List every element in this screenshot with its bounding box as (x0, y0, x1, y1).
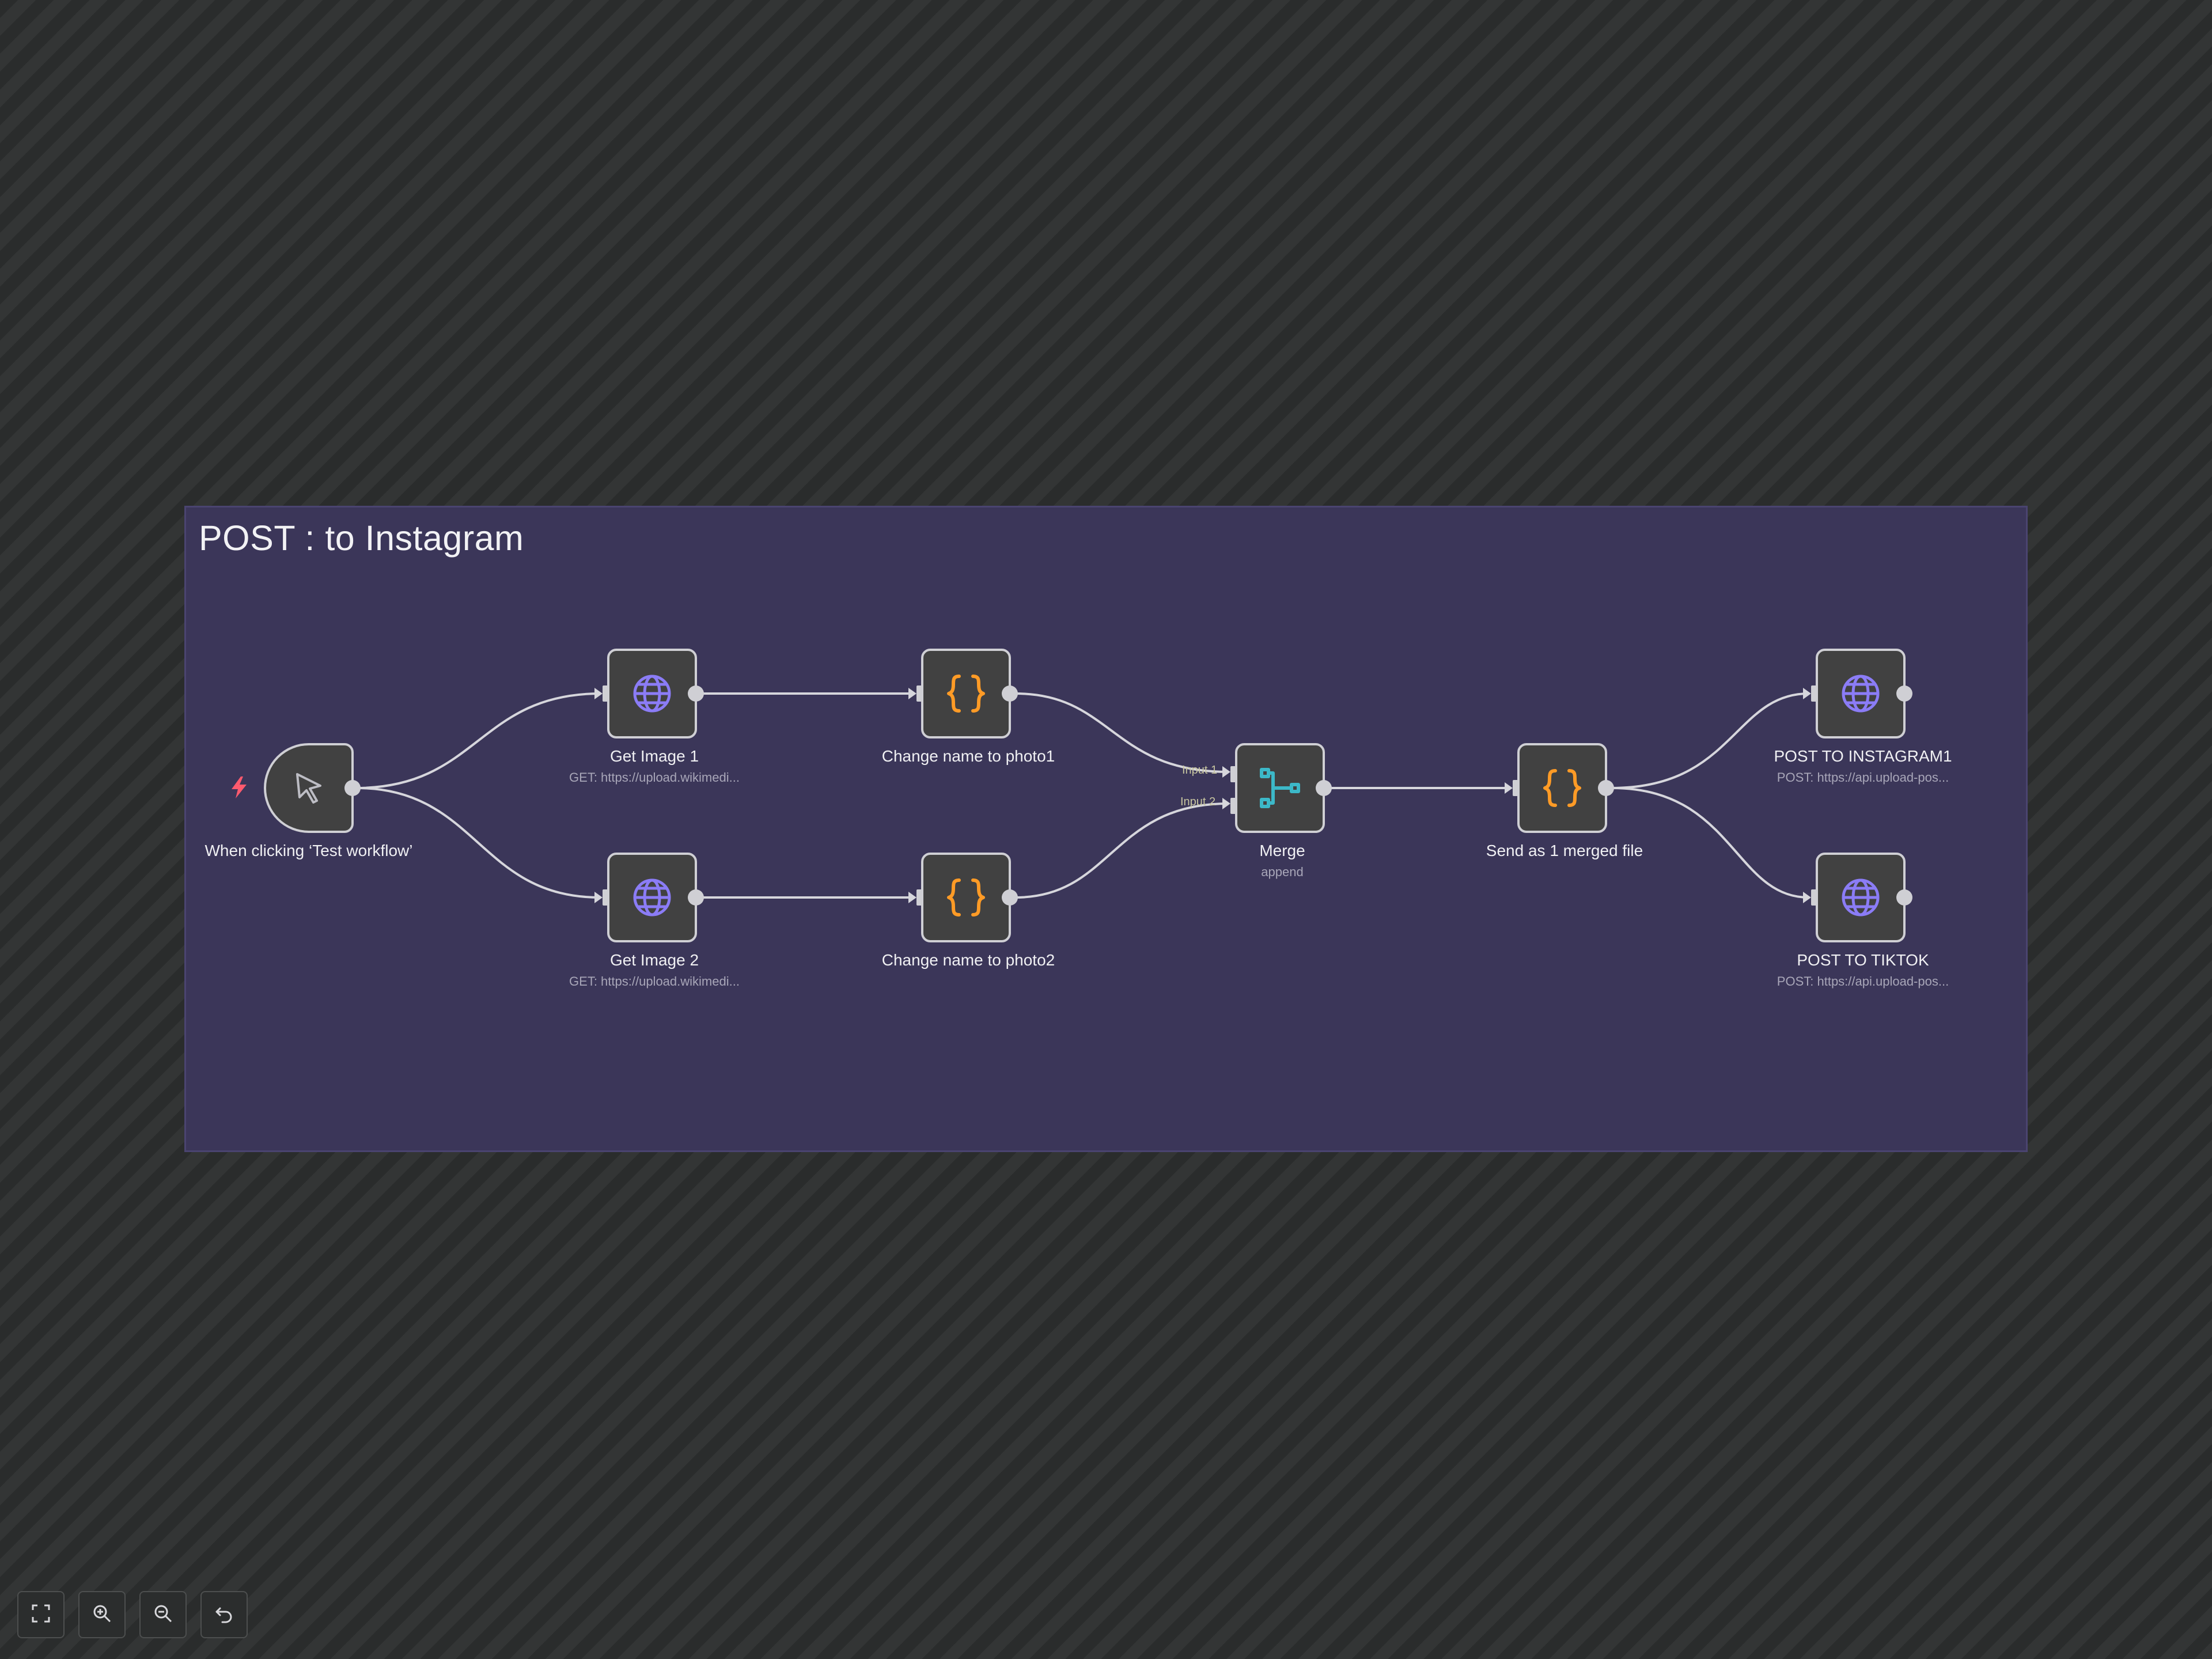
input-handle[interactable] (603, 889, 609, 906)
output-handle[interactable] (1002, 685, 1018, 702)
output-handle[interactable] (688, 889, 704, 906)
output-handle[interactable] (688, 685, 704, 702)
output-handle[interactable] (1896, 685, 1912, 702)
sticky-note[interactable]: POST : to Instagram (184, 506, 2028, 1152)
input-handle[interactable] (1811, 889, 1818, 906)
output-handle[interactable] (1316, 780, 1332, 796)
code-braces-icon (1540, 766, 1584, 810)
input-label-1: Input 1 (1182, 764, 1218, 777)
node-get-image-2[interactable] (603, 853, 704, 942)
input-handle-1[interactable] (1230, 766, 1237, 782)
node-post-instagram[interactable] (1811, 649, 1912, 738)
node-label: Get Image 1 (609, 747, 699, 765)
input-handle[interactable] (916, 889, 923, 906)
node-subtitle: GET: https://upload.wikimedi... (569, 770, 740, 785)
output-handle[interactable] (1598, 780, 1614, 796)
globe-icon (631, 673, 673, 714)
node-post-tiktok[interactable] (1811, 853, 1912, 942)
input-handle[interactable] (1811, 685, 1818, 702)
node-label: POST TO INSTAGRAM1 (1774, 747, 1952, 765)
code-braces-icon (944, 672, 988, 715)
cursor-icon (290, 770, 327, 806)
zoom-in-button[interactable] (78, 1591, 126, 1638)
sticky-note-title: POST : to Instagram (199, 518, 524, 558)
node-subtitle: POST: https://api.upload-pos... (1777, 974, 1949, 988)
output-handle[interactable] (344, 780, 361, 796)
output-handle[interactable] (1896, 889, 1912, 906)
input-handle[interactable] (603, 685, 609, 702)
zoom-in-icon (92, 1604, 112, 1626)
zoom-out-icon (153, 1604, 173, 1626)
input-handle[interactable] (916, 685, 923, 702)
globe-icon (1840, 877, 1881, 918)
node-subtitle: append (1261, 865, 1304, 879)
node-label: Change name to photo1 (881, 747, 1055, 765)
node-merge[interactable] (1230, 743, 1332, 833)
node-label: POST TO TIKTOK (1797, 951, 1929, 969)
input-label-2: Input 2 (1180, 796, 1216, 808)
trigger-bolt-icon (230, 777, 248, 801)
fit-view-icon (31, 1604, 51, 1626)
globe-icon (631, 877, 673, 918)
node-label: Get Image 2 (609, 951, 699, 969)
node-label: Merge (1259, 842, 1305, 859)
input-handle-2[interactable] (1230, 798, 1237, 814)
undo-icon (214, 1604, 234, 1626)
merge-icon (1258, 766, 1302, 810)
node-subtitle: GET: https://upload.wikimedi... (569, 974, 740, 988)
node-subtitle: POST: https://api.upload-pos... (1777, 770, 1949, 785)
code-braces-icon (944, 876, 988, 919)
node-label: When clicking ‘Test workflow’ (204, 842, 413, 859)
zoom-out-button[interactable] (139, 1591, 187, 1638)
output-handle[interactable] (1002, 889, 1018, 906)
node-label: Change name to photo2 (881, 951, 1055, 969)
input-handle[interactable] (1513, 780, 1520, 796)
node-send-merged-file[interactable] (1513, 743, 1614, 833)
node-change-name-photo1[interactable] (916, 649, 1018, 738)
node-label: Send as 1 merged file (1486, 842, 1643, 859)
canvas-controls (17, 1591, 248, 1638)
node-manual-trigger[interactable] (264, 743, 361, 833)
node-change-name-photo2[interactable] (916, 853, 1018, 942)
reset-zoom-button[interactable] (200, 1591, 248, 1638)
node-get-image-1[interactable] (603, 649, 704, 738)
fit-view-button[interactable] (17, 1591, 65, 1638)
globe-icon (1840, 673, 1881, 714)
